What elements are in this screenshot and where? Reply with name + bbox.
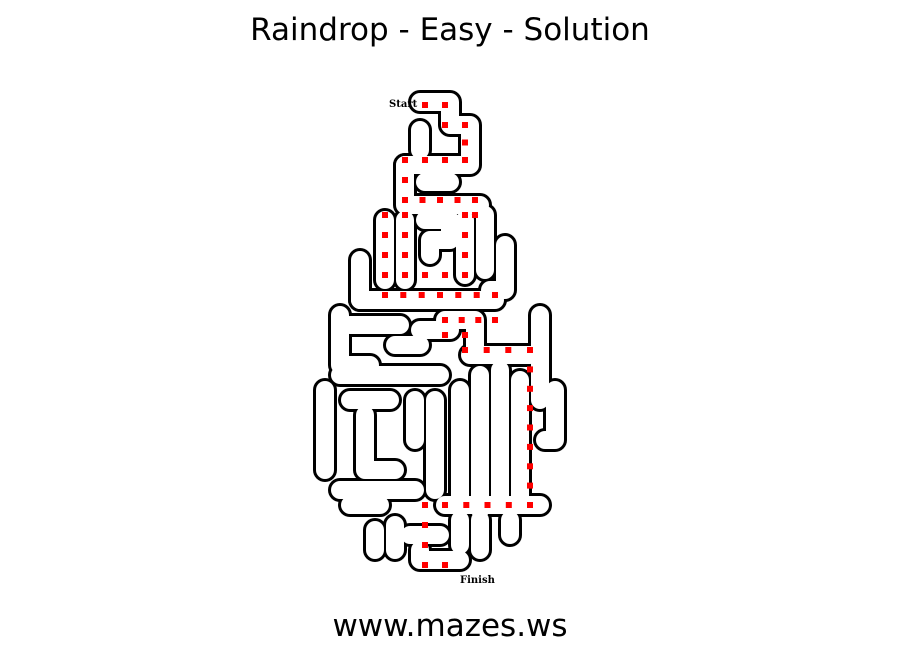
solution-dot <box>382 252 388 258</box>
solution-dot <box>454 197 461 203</box>
solution-dot <box>442 157 448 163</box>
solution-dot <box>422 272 428 278</box>
solution-dot <box>462 347 468 353</box>
solution-dot <box>422 102 428 108</box>
solution-dot <box>462 232 468 238</box>
maze-corridors <box>316 93 564 569</box>
solution-dot <box>462 122 468 128</box>
solution-dot <box>437 197 443 203</box>
solution-dot <box>402 197 408 203</box>
solution-dot <box>400 292 407 298</box>
solution-dot <box>527 424 533 431</box>
solution-dot <box>462 212 468 218</box>
solution-dot <box>505 347 512 353</box>
solution-dot <box>442 122 448 128</box>
solution-dot <box>472 212 478 218</box>
solution-dot <box>422 502 428 508</box>
finish-label: Finish <box>460 575 496 586</box>
solution-dot <box>442 502 448 508</box>
solution-dot <box>472 197 478 203</box>
solution-dot <box>442 332 448 338</box>
solution-dot <box>484 502 491 508</box>
solution-dot <box>402 252 408 258</box>
solution-dot <box>463 502 470 508</box>
solution-dot <box>483 347 490 353</box>
solution-dot <box>462 272 468 278</box>
maze-board: Start Finish <box>313 90 567 586</box>
solution-dot <box>455 292 462 298</box>
solution-dot <box>442 272 448 278</box>
solution-dot <box>382 292 388 298</box>
solution-dot <box>458 317 465 323</box>
solution-dot <box>527 405 533 412</box>
solution-dot <box>382 212 388 218</box>
solution-dot <box>402 272 408 278</box>
solution-dot <box>418 292 425 298</box>
solution-dot <box>527 347 533 353</box>
solution-dot <box>382 272 388 278</box>
solution-dot <box>402 177 408 183</box>
solution-dot <box>505 502 512 508</box>
solution-dot <box>527 443 533 450</box>
start-label: Start <box>389 99 418 110</box>
solution-dot <box>402 157 408 163</box>
solution-dot <box>422 157 428 163</box>
solution-dot <box>442 317 448 323</box>
page-title: Raindrop - Easy - Solution <box>250 12 650 48</box>
site-url: www.mazes.ws <box>332 608 568 644</box>
solution-dot <box>527 482 533 489</box>
solution-dot <box>475 317 482 323</box>
solution-dot <box>527 502 533 508</box>
solution-dot <box>422 562 428 568</box>
solution-dot <box>462 252 468 258</box>
solution-dot <box>419 197 426 203</box>
solution-dot <box>527 463 533 470</box>
solution-dot <box>442 562 448 568</box>
solution-dot <box>462 332 468 338</box>
solution-dot <box>527 385 533 392</box>
solution-dot <box>462 157 468 163</box>
solution-dot <box>402 232 408 238</box>
solution-dot <box>527 366 533 373</box>
solution-dot <box>422 542 428 548</box>
solution-dot <box>382 232 388 238</box>
solution-dot <box>402 212 408 218</box>
solution-dot <box>442 102 448 108</box>
solution-dot <box>422 522 428 528</box>
solution-path <box>382 102 533 568</box>
solution-dot <box>492 317 498 323</box>
solution-dot <box>473 292 480 298</box>
solution-dot <box>437 292 443 298</box>
solution-dot <box>462 139 468 146</box>
solution-dot <box>492 292 498 298</box>
